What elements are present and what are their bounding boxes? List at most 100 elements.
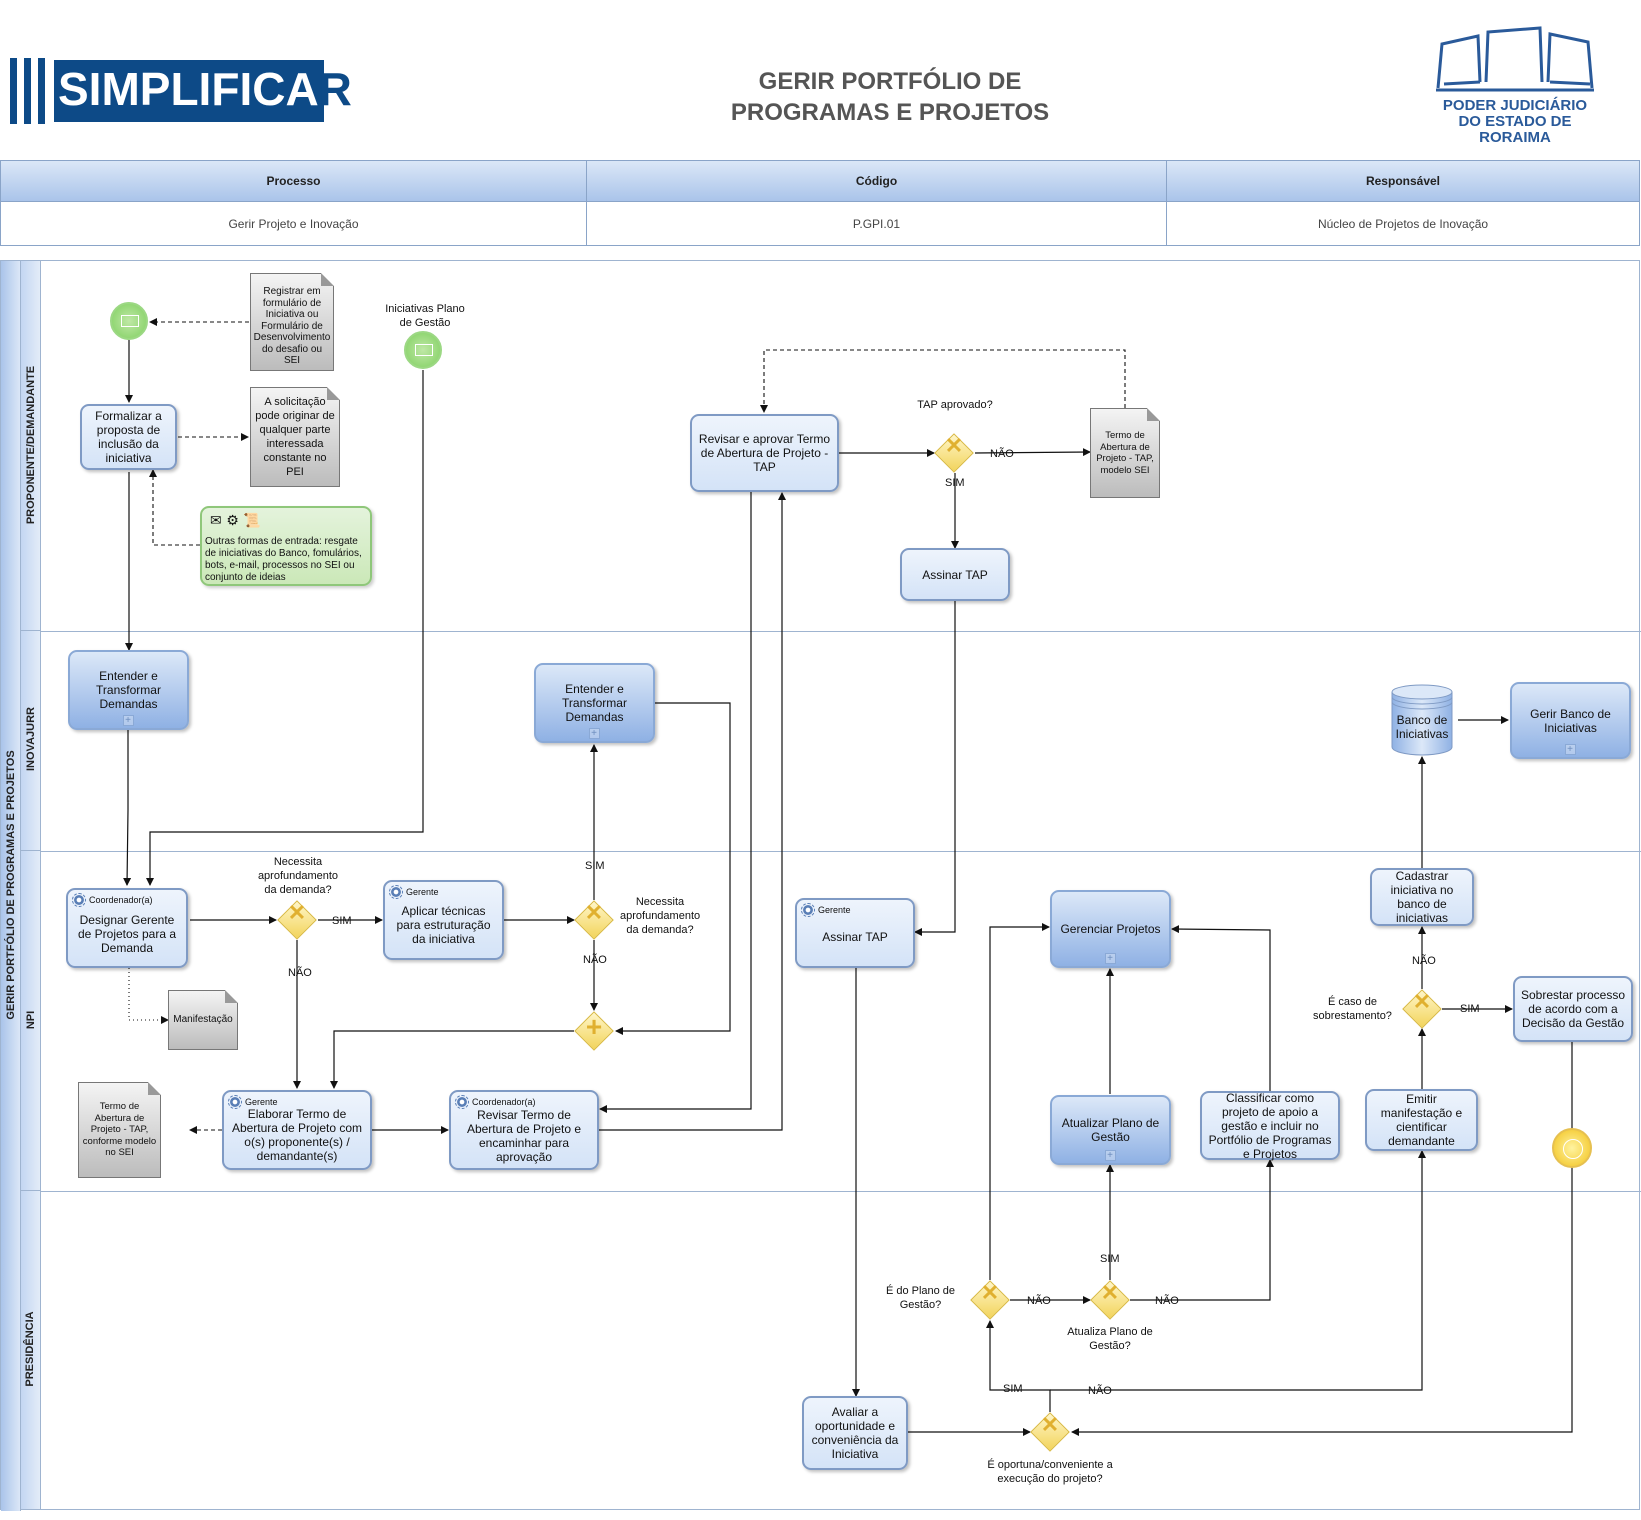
lane-npi: NPI bbox=[21, 851, 41, 1191]
task-sobrestar-processo[interactable]: Sobrestar processo de acordo com a Decis… bbox=[1513, 976, 1633, 1042]
task-avaliar-label: Avaliar a oportunidade e conveniência da… bbox=[811, 1405, 899, 1461]
task-avaliar-oportunidade[interactable]: Avaliar a oportunidade e conveniência da… bbox=[802, 1396, 908, 1470]
flow bbox=[1071, 1040, 1573, 1436]
task-designar-gerente[interactable]: Coordenador(a) Designar Gerente de Proje… bbox=[66, 888, 188, 968]
flow bbox=[599, 490, 752, 1113]
role-gerente: Gerente bbox=[389, 885, 439, 899]
flow bbox=[330, 1030, 574, 1089]
flow-label-nao: NÃO bbox=[1412, 955, 1436, 967]
flow bbox=[598, 492, 786, 1131]
envelope-icon bbox=[121, 315, 139, 327]
envelope-icon: ✉ bbox=[210, 513, 222, 529]
header-responsavel: Responsável bbox=[1167, 161, 1639, 201]
gateway-caso-sobrestamento: ✕ bbox=[1402, 989, 1442, 1029]
flow-label-sim: SIM bbox=[1460, 1003, 1480, 1015]
task-cadastrar-iniciativa[interactable]: Cadastrar iniciativa no banco de iniciat… bbox=[1370, 868, 1474, 926]
label-atualiza-plano: Atualiza Plano de Gestão? bbox=[1067, 1326, 1153, 1352]
task-revisar-encaminhar-label: Revisar Termo de Abertura de Projeto e e… bbox=[466, 1108, 582, 1164]
gear-icon bbox=[389, 885, 403, 899]
subprocess-entender-1-label: Entender e Transformar Demandas bbox=[96, 669, 161, 711]
doc-manifestacao-text: Manifestação bbox=[173, 1014, 233, 1026]
flow bbox=[989, 923, 1050, 1280]
value-responsavel: Núcleo de Projetos de Inovação bbox=[1167, 201, 1639, 245]
subprocess-entender-2-label: Entender e Transformar Demandas bbox=[562, 682, 627, 724]
flow bbox=[914, 601, 956, 936]
task-revisar-aprovar-tap[interactable]: Revisar e aprovar Termo de Abertura de P… bbox=[690, 414, 839, 492]
gateway-parallel-join: + bbox=[574, 1011, 614, 1051]
subprocess-entender-demandas-1[interactable]: Entender e Transformar Demandas + bbox=[68, 650, 189, 730]
value-codigo: P.GPI.01 bbox=[587, 201, 1167, 245]
task-classificar-projeto[interactable]: Classificar como projeto de apoio a gest… bbox=[1200, 1090, 1340, 1161]
flow bbox=[615, 702, 731, 1035]
lane-divider bbox=[41, 851, 1641, 852]
title-line-2: PROGRAMAS E PROJETOS bbox=[730, 99, 1050, 126]
label-iniciativas-plano: Iniciativas Plano de Gestão bbox=[385, 303, 465, 329]
subprocess-gerenciar-projetos-label: Gerenciar Projetos bbox=[1060, 922, 1161, 936]
subprocess-entender-demandas-2[interactable]: Entender e Transformar Demandas + bbox=[534, 663, 655, 743]
task-assinar-tap-npi[interactable]: Gerente Assinar TAP bbox=[795, 898, 915, 968]
gateway-atualiza-plano: ✕ bbox=[1090, 1280, 1130, 1320]
task-formalizar-proposta[interactable]: Formalizar a proposta de inclusão da ini… bbox=[80, 404, 177, 470]
gear-icon bbox=[228, 1095, 242, 1109]
expand-plus-icon[interactable]: + bbox=[588, 728, 600, 739]
doc-solicitacao-text: A solicitação pode originar de qualquer … bbox=[255, 396, 335, 478]
annotation-outras-formas: ✉ ⚙ 📜 Outras formas de entrada: resgate … bbox=[200, 506, 372, 586]
header-codigo: Código bbox=[587, 161, 1167, 201]
task-emitir-label: Emitir manifestação e cientificar demand… bbox=[1380, 1092, 1463, 1148]
expand-plus-icon[interactable]: + bbox=[1564, 744, 1576, 755]
flow-label-sim: SIM bbox=[945, 477, 965, 489]
flow bbox=[146, 370, 424, 886]
gateway-necessita-aprofundamento-2: ✕ bbox=[574, 900, 614, 940]
subprocess-atualizar-plano[interactable]: Atualizar Plano de Gestão + bbox=[1050, 1095, 1171, 1165]
doc-tap-modelo-sei: Termo de Abertura de Projeto - TAP, mode… bbox=[1090, 408, 1160, 498]
database-label: Banco de Iniciativas bbox=[1395, 713, 1449, 741]
gateway-tap-aprovado: ✕ bbox=[934, 433, 974, 473]
role-coordenador: Coordenador(a) bbox=[455, 1095, 536, 1109]
annotation-icons: ✉ ⚙ 📜 bbox=[210, 513, 261, 529]
doc-registrar-formulario: Registrar em formulário de Iniciativa ou… bbox=[250, 273, 334, 371]
association bbox=[149, 469, 200, 546]
subprocess-gerir-banco-label: Gerir Banco de Iniciativas bbox=[1530, 706, 1611, 735]
task-aplicar-tecnicas[interactable]: Gerente Aplicar técnicas para estruturaç… bbox=[383, 880, 504, 960]
annotation-outras-formas-text: Outras formas de entrada: resgate de ini… bbox=[205, 536, 362, 583]
expand-plus-icon[interactable]: + bbox=[1104, 953, 1116, 964]
process-info-table: Processo Código Responsável Gerir Projet… bbox=[0, 160, 1640, 246]
task-revisar-encaminhar-tap[interactable]: Coordenador(a) Revisar Termo de Abertura… bbox=[449, 1090, 599, 1170]
subprocess-gerir-banco[interactable]: Gerir Banco de Iniciativas + bbox=[1510, 682, 1631, 759]
flow bbox=[1050, 1150, 1426, 1391]
flow-label-sim: SIM bbox=[1003, 1383, 1023, 1395]
doc-tap-conforme-text: Termo de Abertura de Projeto - TAP, conf… bbox=[82, 1101, 157, 1159]
lane-inovajurr: INOVAJURR bbox=[21, 631, 41, 851]
simplificar-logo-text: SIMPLIFICAR bbox=[58, 63, 352, 115]
task-assinar-tap-proponente[interactable]: Assinar TAP bbox=[900, 548, 1010, 601]
gear-icon bbox=[455, 1095, 469, 1109]
flow-label-nao: NÃO bbox=[1088, 1385, 1112, 1397]
flow bbox=[986, 1320, 1051, 1412]
role-coordenador: Coordenador(a) bbox=[72, 893, 153, 907]
flow bbox=[1171, 925, 1271, 1091]
flow-label-nao: NÃO bbox=[288, 967, 312, 979]
header-processo: Processo bbox=[1, 161, 587, 201]
task-classificar-label: Classificar como projeto de apoio a gest… bbox=[1208, 1090, 1332, 1161]
doc-tap-modelo-text: Termo de Abertura de Projeto - TAP, mode… bbox=[1096, 430, 1154, 476]
flow bbox=[974, 448, 1091, 457]
gear-icon bbox=[801, 903, 815, 917]
start-message-event bbox=[110, 302, 148, 340]
simplificar-logo: SIMPLIFICAR bbox=[8, 56, 352, 126]
task-emitir-manifestacao[interactable]: Emitir manifestação e cientificar demand… bbox=[1365, 1089, 1478, 1151]
doc-manifestacao: Manifestação bbox=[168, 990, 238, 1050]
label-oportuna: É oportuna/conveniente a execução do pro… bbox=[987, 1459, 1113, 1485]
role-gerente: Gerente bbox=[801, 903, 851, 917]
association bbox=[128, 968, 169, 1024]
timer-event bbox=[1552, 1128, 1592, 1168]
database-icon bbox=[1391, 684, 1453, 756]
flow-label-nao: NÃO bbox=[583, 954, 607, 966]
start-message-event-plano bbox=[404, 331, 442, 369]
subprocess-gerenciar-projetos[interactable]: Gerenciar Projetos + bbox=[1050, 890, 1171, 968]
expand-plus-icon[interactable]: + bbox=[1104, 1150, 1116, 1161]
expand-plus-icon[interactable]: + bbox=[122, 715, 134, 726]
task-revisar-aprovar-tap-label: Revisar e aprovar Termo de Abertura de P… bbox=[698, 432, 831, 474]
task-elaborar-tap[interactable]: Gerente Elaborar Termo de Abertura de Pr… bbox=[222, 1090, 372, 1170]
tjrr-logo-line-1: PODER JUDICIÁRIO bbox=[1442, 97, 1588, 114]
